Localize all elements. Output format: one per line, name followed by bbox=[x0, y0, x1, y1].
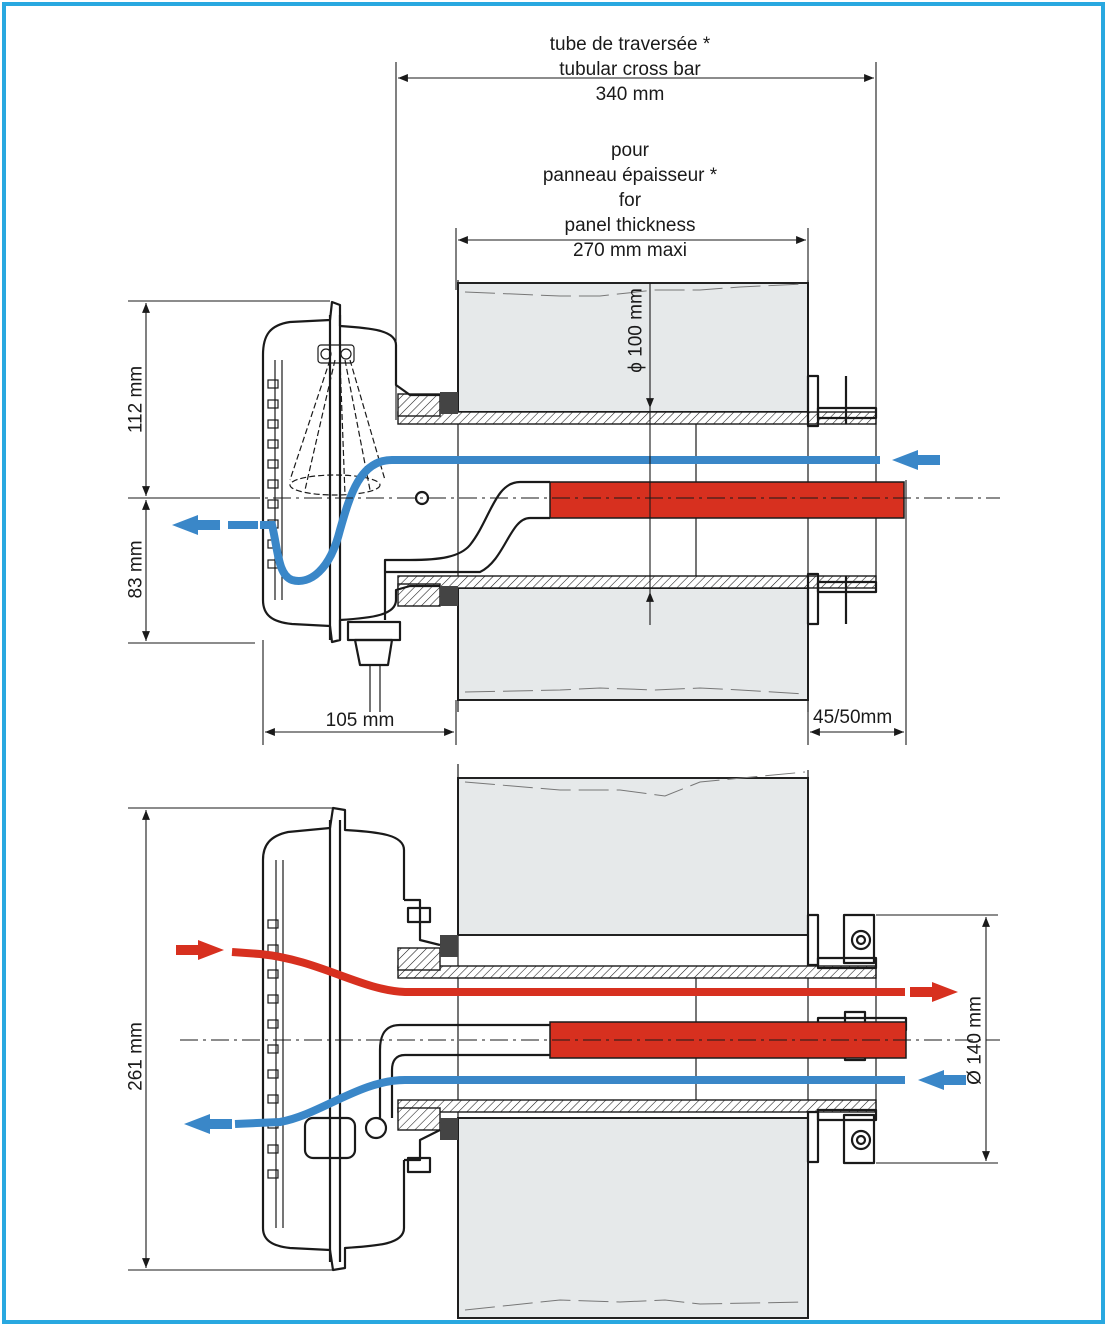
top-view bbox=[261, 280, 878, 712]
upper-height-label: 112 mm bbox=[125, 365, 147, 434]
hot-flow-path-bottom bbox=[231, 948, 905, 996]
flange-diameter-label: Ø 140 mm bbox=[964, 996, 986, 1085]
panel-length: 270 mm maxi bbox=[572, 240, 688, 261]
cold-flow-path-bottom bbox=[234, 1076, 905, 1128]
panel-label-en-2: panel thickness bbox=[564, 215, 696, 236]
lower-height-label: 83 mm bbox=[125, 540, 147, 599]
cross-bar-label-fr: tube de traversée * bbox=[549, 34, 711, 55]
inflow-arrow-bottom bbox=[176, 940, 224, 960]
panel-label-fr-2: panneau épaisseur * bbox=[542, 165, 718, 186]
panel-label-fr-1: pour bbox=[610, 140, 650, 161]
inflow-arrow-top bbox=[892, 450, 940, 470]
panel-label-en-1: for bbox=[618, 190, 642, 211]
dimension-lines bbox=[128, 62, 1000, 1271]
flange-depth-label: 45/50mm bbox=[813, 707, 893, 728]
outflow-arrow-right-bottom bbox=[910, 982, 958, 1002]
housing-fins-bottom bbox=[267, 919, 279, 1179]
cross-bar-label-en: tubular cross bar bbox=[559, 59, 701, 80]
housing-depth-label: 105 mm bbox=[325, 710, 395, 731]
cross-bar-length: 340 mm bbox=[595, 84, 665, 105]
outflow-arrow-left-bottom bbox=[184, 1114, 232, 1134]
heating-element-top bbox=[549, 481, 905, 519]
inflow-arrow-right-bottom bbox=[918, 1070, 966, 1090]
panel-top-lower bbox=[457, 587, 809, 701]
cold-flow-path-top bbox=[260, 456, 880, 585]
tube-diameter-label: ϕ 100 mm bbox=[625, 288, 647, 373]
outflow-arrow-top bbox=[172, 515, 220, 535]
total-height-label: 261 mm bbox=[125, 1022, 147, 1091]
heating-element-bottom bbox=[549, 1021, 907, 1059]
